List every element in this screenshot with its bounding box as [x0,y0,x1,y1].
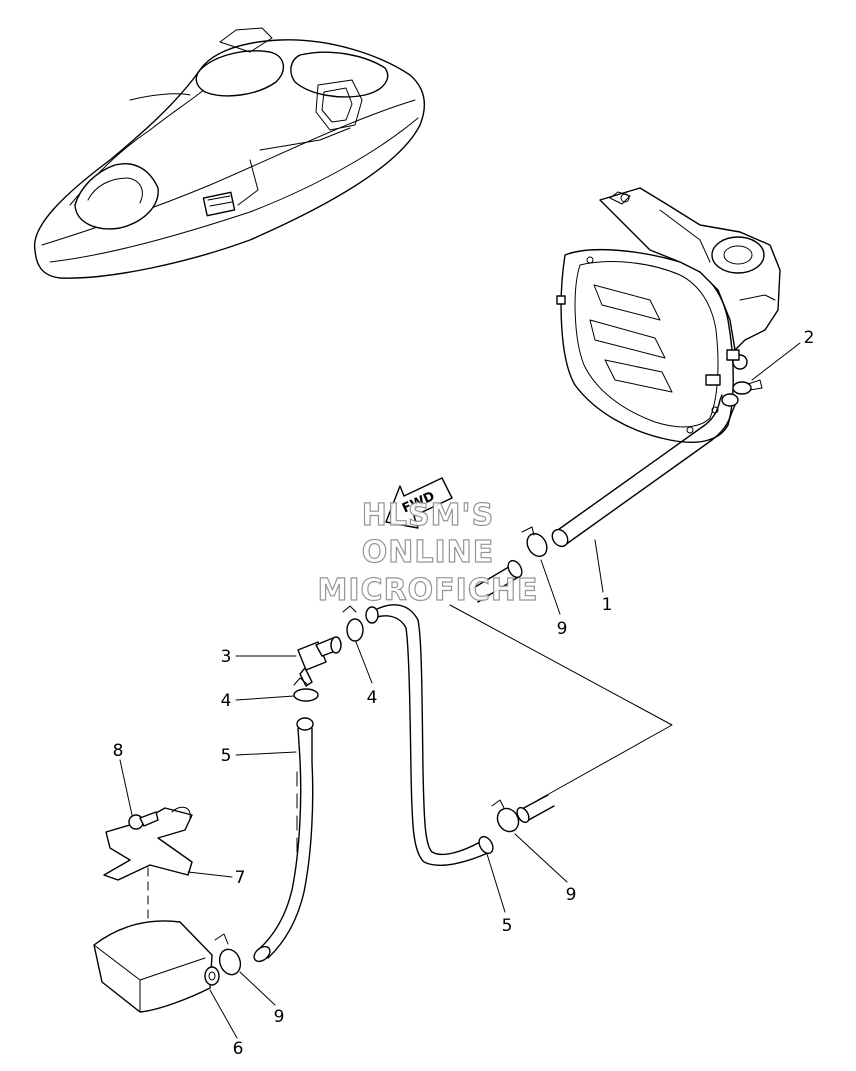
callout-6: 6 [233,1039,244,1059]
assembly-guide-lines [147,604,673,921]
callout-3: 3 [221,647,232,667]
hose-clamp-4-upper [342,605,364,642]
watermark-line-1: HLSM'S [362,498,494,533]
callout-1: 1 [602,595,613,615]
callout-4-upper: 4 [367,688,378,708]
bracket-7 [103,806,193,881]
callout-labels: 1 2 3 4 4 5 5 6 7 8 9 9 9 [113,328,815,1059]
callout-9-left: 9 [274,1007,285,1027]
leader-lines [119,342,801,1039]
callout-4-lower: 4 [221,691,232,711]
callout-8: 8 [113,741,124,761]
hose-5-short [253,717,314,963]
callout-9-upper: 9 [557,619,568,639]
jet-pump-housing-illustration [556,187,781,443]
hose-clamp-9-upper [521,526,548,558]
callout-2: 2 [804,328,815,348]
hose-clamp-2 [732,379,763,395]
callout-9-right: 9 [566,885,577,905]
reservoir-6 [93,920,220,1013]
watermark-line-2: ONLINE [362,535,495,570]
hose-1 [551,393,739,548]
hose-clamp-9-lower-left [214,933,242,976]
watermark: HLSM'S ONLINE MICROFICHE [317,497,539,608]
watermark-line-3: MICROFICHE [318,573,539,608]
callout-5-left: 5 [221,746,232,766]
fitting-3 [297,636,342,687]
hose-5-long [365,604,494,866]
screw-8 [128,811,159,830]
callout-5-right: 5 [502,916,513,936]
hose-clamp-9-lower-right [491,799,520,833]
hose-clamp-4-lower [293,677,319,702]
fitting-lower-right [516,794,555,824]
fitting-upper [469,559,523,603]
callout-7: 7 [235,868,246,888]
watercraft-overview-illustration [33,27,426,279]
